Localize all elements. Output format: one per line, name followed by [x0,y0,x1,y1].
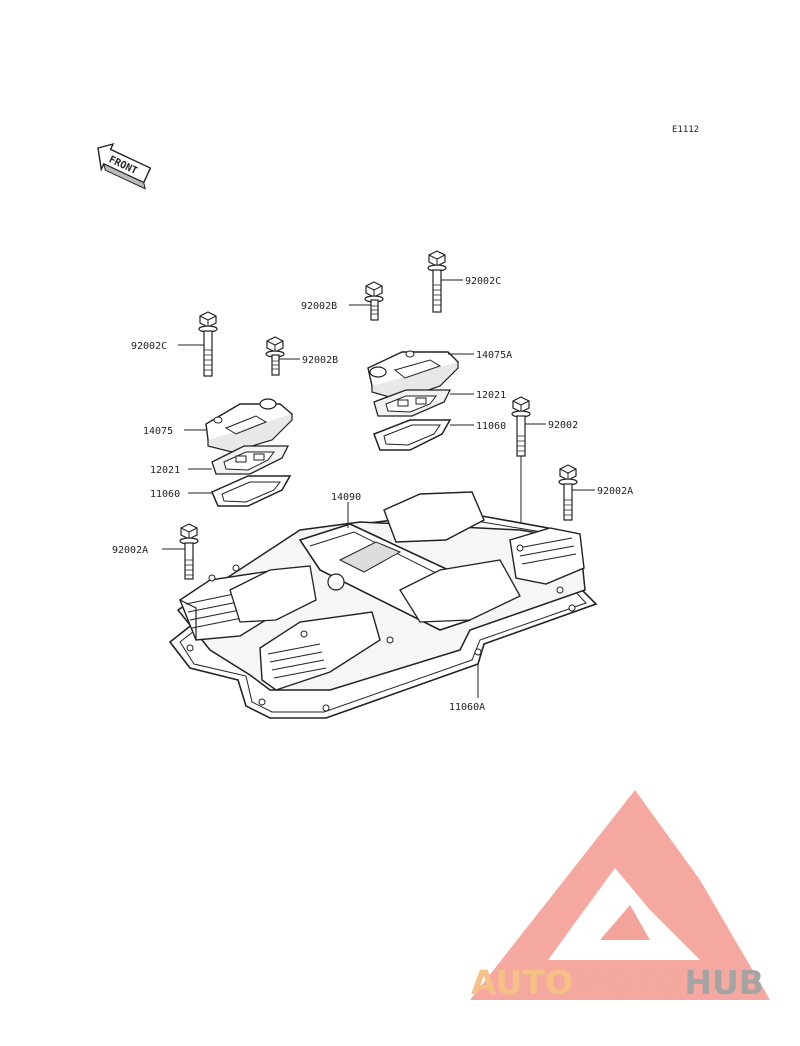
label-11060-right: 11060 [476,421,506,432]
bolt-92002B-left [265,336,285,376]
label-11060-left: 11060 [150,489,180,500]
cylinder-head-cover-14090 [176,491,586,691]
watermark-text: AUTOMOTOHUB [471,963,800,1002]
gasket-11060-left [211,475,292,507]
label-12021-left: 12021 [150,465,180,476]
label-92002C-top: 92002C [465,276,501,287]
label-92002A-left: 92002A [112,545,148,556]
cover-14075 [205,398,294,453]
gasket-12021-right [373,389,452,417]
watermark-moto: MOTO [572,963,685,1002]
bolt-92002B-right [364,281,384,321]
label-11060A: 11060A [449,702,485,713]
bolt-92002C-top [427,250,447,313]
label-92002B-right: 92002B [301,301,337,312]
gasket-11060-right [373,419,452,451]
bolt-92002A-left [179,523,199,580]
gasket-12021-left [211,445,290,475]
label-14075: 14075 [143,426,173,437]
label-92002A-right: 92002A [597,486,633,497]
watermark-hub: HUB [684,963,764,1002]
front-arrow-icon: FRONT [97,142,152,190]
label-14075A: 14075A [476,350,512,361]
reference-code: E1112 [672,125,699,135]
label-92002C-left: 92002C [131,341,167,352]
part-labels: 92002C 92002B 92002C 92002B 14075A 12021… [112,276,633,713]
label-12021-right: 12021 [476,390,506,401]
bolt-92002-long [511,396,531,540]
bolt-92002C-left [198,311,218,377]
bolt-92002A-right [558,464,578,521]
cover-14075A [367,350,459,401]
label-92002B-left: 92002B [302,355,338,366]
label-92002: 92002 [548,420,578,431]
watermark-logo [470,790,770,1000]
watermark-auto: AUTO [471,963,573,1002]
leader-lines [162,279,595,698]
label-14090: 14090 [331,492,361,503]
